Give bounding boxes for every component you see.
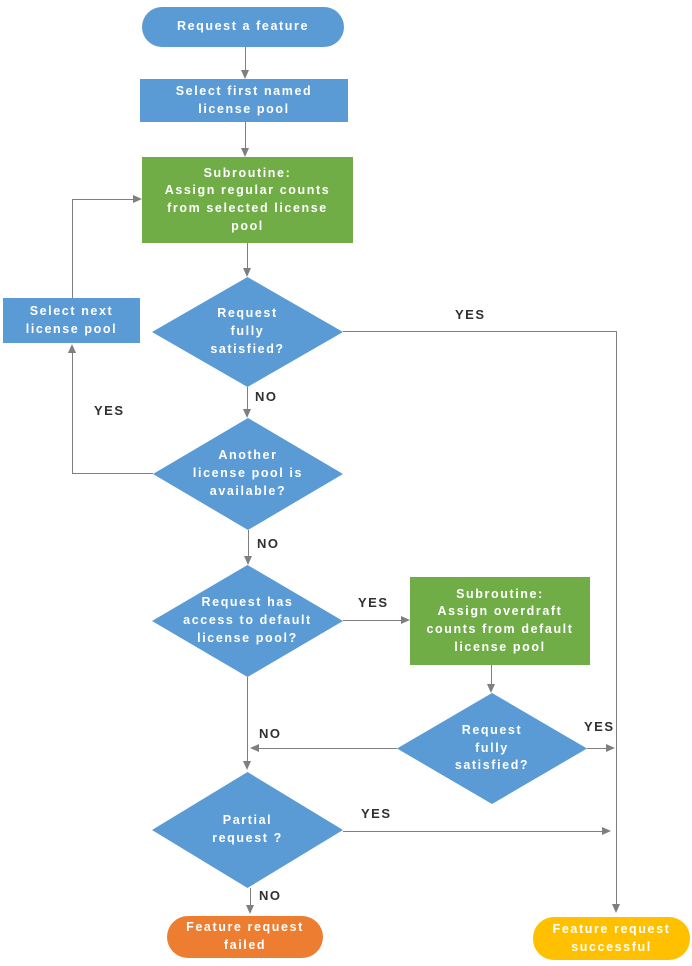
decision-request-fully-satisfied-2: Request fully satisfied?	[397, 693, 587, 804]
connector-satisfied2-yes	[587, 748, 606, 749]
arrowhead-right-icon	[133, 195, 142, 203]
terminator-request-a-feature: Request a feature	[142, 7, 344, 47]
terminator-feature-request-successful: Feature request successful	[533, 917, 690, 960]
edge-label-satisfied1-yes: YES	[455, 307, 486, 322]
arrowhead-right-icon	[602, 827, 611, 835]
arrowhead-down-icon	[612, 904, 620, 913]
arrowhead-down-icon	[243, 268, 251, 277]
connector-select-next-loop-horizontal	[72, 199, 133, 200]
arrowhead-down-icon	[241, 70, 249, 79]
edge-label-merge-no: NO	[259, 726, 282, 741]
edge-label-another-yes: YES	[94, 403, 125, 418]
arrowhead-down-icon	[243, 409, 251, 418]
subroutine-assign-overdraft-counts: Subroutine: Assign overdraft counts from…	[410, 577, 590, 665]
edge-label-satisfied1-no: NO	[255, 389, 278, 404]
edge-label-access-yes: YES	[358, 595, 389, 610]
connector-another-no	[248, 530, 249, 556]
edge-label-another-no: NO	[257, 536, 280, 551]
edge-label-partial-yes: YES	[361, 806, 392, 821]
connector-partial-no	[250, 888, 251, 905]
arrowhead-down-icon	[244, 556, 252, 565]
subroutine-assign-regular-counts: Subroutine: Assign regular counts from s…	[142, 157, 353, 243]
connector-start-to-select-first	[245, 47, 246, 70]
connector-satisfied1-yes-horizontal	[343, 331, 616, 332]
arrowhead-left-icon	[250, 744, 259, 752]
connector-select-next-loop-vertical	[72, 199, 73, 298]
decision-partial-request: Partial request ?	[152, 772, 343, 888]
connector-right-rail-to-successful	[616, 331, 617, 904]
arrowhead-down-icon	[241, 148, 249, 157]
arrowhead-down-icon	[487, 684, 495, 693]
arrowhead-up-icon	[68, 344, 76, 353]
arrowhead-right-icon	[606, 744, 615, 752]
connector-satisfied2-no	[259, 748, 397, 749]
decision-request-fully-satisfied-1: Request fully satisfied?	[152, 277, 343, 387]
edge-label-partial-no: NO	[259, 888, 282, 903]
connector-partial-yes	[343, 831, 602, 832]
connector-another-yes-vertical	[72, 353, 73, 473]
connector-access-yes	[343, 620, 401, 621]
connector-select-first-to-sub-regular	[245, 122, 246, 148]
edge-label-satisfied2-yes: YES	[584, 719, 615, 734]
arrowhead-down-icon	[243, 761, 251, 770]
connector-satisfied1-no	[247, 387, 248, 409]
connector-sub-regular-to-satisfied1	[247, 243, 248, 268]
arrowhead-down-icon	[246, 905, 254, 914]
terminator-feature-request-failed: Feature request failed	[167, 916, 323, 958]
connector-sub-overdraft-to-satisfied2	[491, 665, 492, 684]
decision-another-license-pool-available: Another license pool is available?	[153, 418, 343, 530]
process-select-next-license-pool: Select next license pool	[3, 298, 140, 343]
connector-another-yes-horizontal	[72, 473, 153, 474]
process-select-first-named-license-pool: Select first named license pool	[140, 79, 348, 122]
arrowhead-right-icon	[401, 616, 410, 624]
connector-access-no-trunk	[247, 677, 248, 761]
decision-access-to-default-license-pool: Request has access to default license po…	[152, 565, 343, 677]
